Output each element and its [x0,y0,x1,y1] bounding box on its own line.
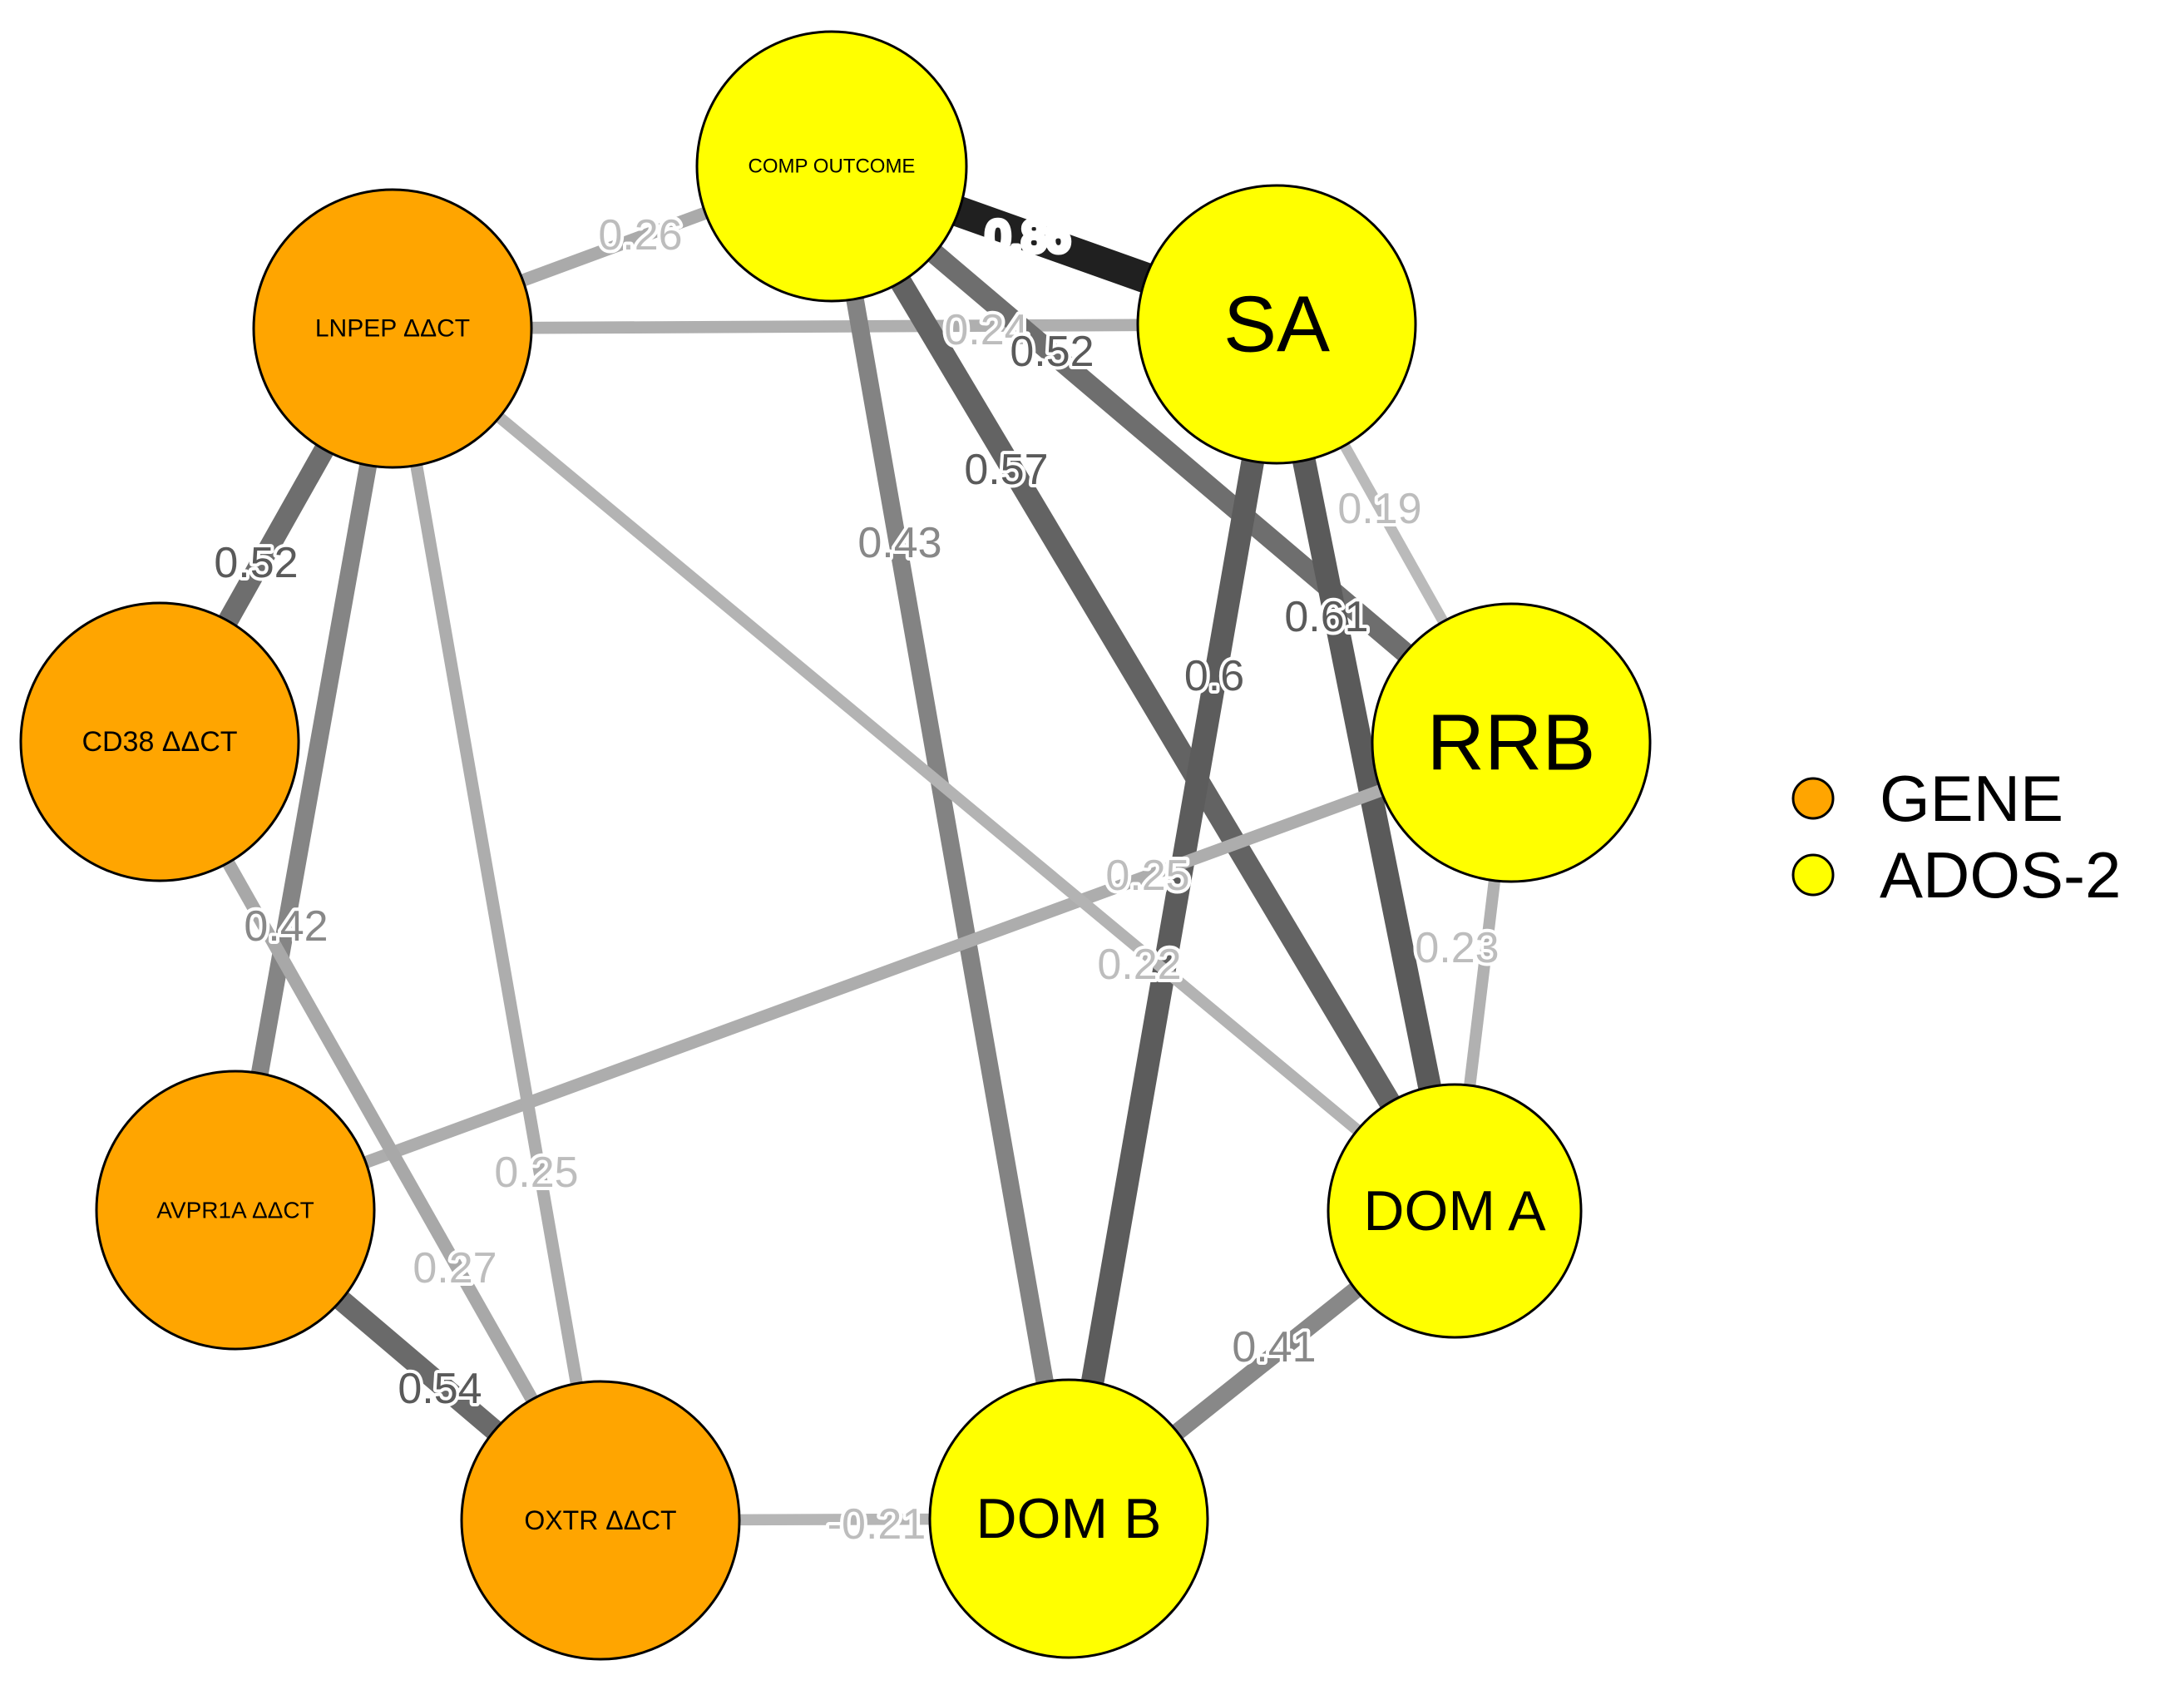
edge-comp-domb [823,165,1078,1520]
edge-label-lnpep-comp: 0.26 [598,211,682,259]
node-label-avpr1a: AVPR1A ΔΔCT [156,1198,314,1223]
edge-rrb-avpr1a [233,736,1514,1217]
node-lnpep: LNPEP ΔΔCT [252,188,533,469]
edge-label-avpr1a-oxtr: 0.54 [398,1365,482,1413]
edge-label-lnpep-cd38: 0.52 [214,539,298,587]
edge-label-rrb-avpr1a: 0.25 [1105,852,1189,900]
node-circle-oxtr [460,1380,741,1661]
node-circle-sa [1136,184,1417,465]
node-label-rrb: RRB [1427,699,1596,788]
edge-lnpep-oxtr [386,327,607,1522]
node-label-sa: SA [1223,280,1330,369]
edge-label-comp-doma: 0.57 [964,446,1048,494]
node-layer: COMP OUTCOME SA RRB DOM A DOM B LNPEP ΔΔCT CD3… [19,30,1652,1661]
edge-lnpep-sa [392,318,1277,335]
edge-label-rrb-doma: 0.23 [1415,924,1499,972]
node-label-doma: DOM A [1363,1179,1546,1243]
node-circle-avpr1a [95,1070,376,1351]
node-circle-rrb [1371,602,1652,883]
node-circle-cd38 [19,601,300,882]
node-oxtr: OXTR ΔΔCT [460,1380,741,1661]
edge-sa-doma [1265,322,1466,1213]
node-comp: COMP OUTCOME [695,30,968,303]
edge-sa-domb [1057,322,1288,1521]
edge-label-lnpep-oxtr: 0.25 [494,1149,578,1197]
node-doma: DOM A [1327,1083,1583,1339]
legend-swatch-gene [1791,777,1835,820]
edge-cd38-oxtr [154,739,606,1524]
node-circle-comp [695,30,968,303]
edge-label-lnpep-doma: 0.22 [1097,941,1181,989]
edge-label-sa-doma: 0.61 [1284,593,1368,641]
node-domb: DOM B [928,1378,1209,1659]
node-label-comp: COMP OUTCOME [749,156,916,178]
edge-label-comp-rrb: 0.52 [1010,328,1094,376]
node-label-cd38: CD38 ΔΔCT [82,726,237,758]
node-rrb: RRB [1371,602,1652,883]
edge-label-comp-domb: 0.43 [857,519,941,567]
edge-label-cd38-oxtr: 0.27 [413,1244,497,1292]
legend: GENE ADOS-2 [1791,762,2121,912]
node-circle-domb [928,1378,1209,1659]
node-avpr1a: AVPR1A ΔΔCT [95,1070,376,1351]
edge-label-layer: 0.860.260.240.520.570.430.190.610.60.250… [210,208,1502,1552]
node-label-domb: DOM B [976,1487,1162,1550]
edge-label-lnpep-sa: 0.24 [944,306,1028,354]
edge-comp-doma [822,161,1465,1217]
edge-label-oxtr-domb: -0.21 [828,1500,926,1549]
edge-lnpep-doma [388,324,1459,1216]
edge-label-lnpep-avpr1a: 0.42 [244,902,328,951]
legend-label-ados2: ADOS-2 [1880,838,2121,912]
node-cd38: CD38 ΔΔCT [19,601,300,882]
legend-label-gene: GENE [1880,762,2063,835]
edge-label-doma-domb: 0.41 [1232,1323,1316,1371]
edge-lnpep-avpr1a [226,327,402,1212]
edge-label-sa-domb: 0.6 [1184,652,1244,700]
node-label-oxtr: OXTR ΔΔCT [524,1505,676,1535]
node-circle-lnpep [252,188,533,469]
node-sa: SA [1136,184,1417,465]
legend-swatch-ados2 [1791,853,1835,897]
node-label-lnpep: LNPEP ΔΔCT [315,315,470,343]
edge-label-comp-sa: 0.86 [986,213,1070,261]
node-circle-doma [1327,1083,1583,1339]
edge-label-sa-rrb: 0.19 [1337,485,1421,533]
edge-comp-rrb [825,158,1518,751]
